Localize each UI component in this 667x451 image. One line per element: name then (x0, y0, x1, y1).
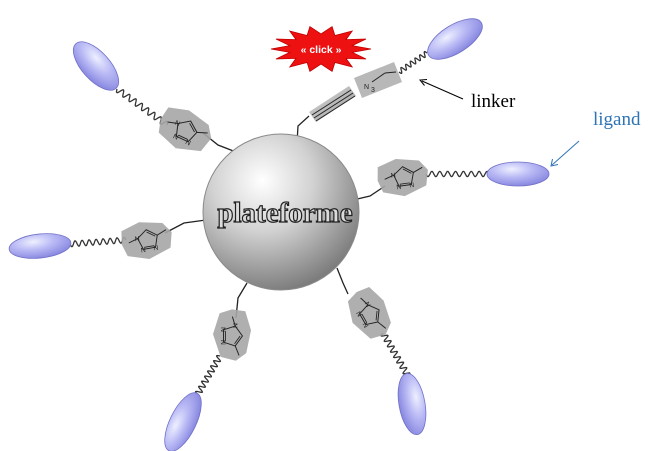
ligand-arrowhead (550, 158, 559, 167)
nitrogen-atom: N (231, 323, 238, 328)
triazole-lower-left: NNN (212, 309, 252, 361)
arm-right (352, 185, 386, 201)
triazole-lower-right: NNN (347, 286, 391, 339)
linker-arrow (421, 80, 464, 100)
ligand-lower-left (164, 392, 202, 451)
nitrogen-atom: N (354, 310, 363, 318)
arm-left (164, 219, 207, 234)
nitrogen-atom: N (396, 184, 402, 192)
ligand-upper-right (427, 18, 483, 60)
nitrogen-atom: N (409, 182, 415, 190)
azide-group: N 3 (354, 62, 402, 98)
triazole-left: NNN (121, 222, 172, 260)
linker-chain-right (425, 170, 490, 178)
linker-annotation: linker (419, 79, 516, 112)
linker-chains (69, 51, 490, 399)
arm-lower-right (336, 267, 349, 295)
core-sphere (202, 133, 360, 291)
nitrogen-atom: N (184, 139, 192, 147)
nitrogen-atom: N (153, 245, 159, 253)
linker-chain-upper-right (398, 51, 428, 74)
triazole-right: NNN (377, 158, 428, 197)
ligand-left (8, 233, 72, 259)
linker-chain-lower-right (380, 332, 411, 377)
ligand-lower-right (397, 372, 427, 436)
linker-chain-upper-left (115, 88, 169, 126)
click-burst: « click » (270, 25, 372, 73)
ligand-annotation: ligand (550, 109, 641, 167)
nitrogen-atom: N (363, 301, 372, 309)
svg-text:N: N (364, 84, 369, 91)
linker-label: linker (471, 91, 516, 112)
ligand-upper-left (72, 41, 120, 91)
ligand-ellipses (8, 18, 550, 451)
ligand-label: ligand (593, 109, 641, 130)
nitrogen-atom: N (361, 322, 370, 330)
nitrogen-atom: N (140, 247, 146, 255)
click-label: « click » (301, 44, 342, 56)
nitrogen-atom: N (173, 120, 181, 128)
core-label: plateforme (217, 197, 352, 229)
nitrogen-atom: N (390, 172, 396, 180)
ligand-arrow (551, 140, 580, 166)
triazole-upper-left: NNN (158, 107, 212, 152)
ligand-right (486, 161, 550, 187)
alkyne-group (309, 86, 356, 122)
nitrogen-atom: N (219, 340, 226, 345)
nitrogen-atom: N (134, 235, 140, 243)
nitrogen-atom: N (219, 327, 226, 332)
svg-text:3: 3 (371, 87, 375, 94)
linker-chain-left (69, 236, 127, 248)
linker-arrowhead (419, 79, 428, 86)
linker-chain-lower-left (194, 354, 222, 399)
nitrogen-atom: N (172, 133, 180, 141)
